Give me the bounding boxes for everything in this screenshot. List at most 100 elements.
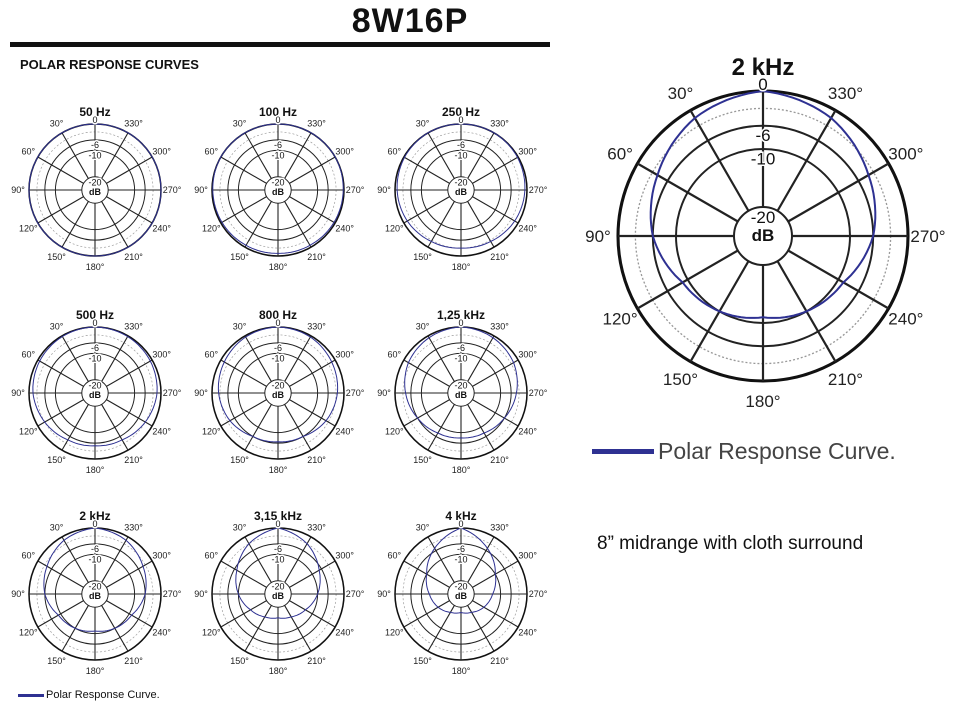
spoke	[427, 335, 455, 382]
response-curve	[235, 527, 321, 619]
chart-title: 2 kHz	[732, 54, 795, 81]
angle-label: 180°	[452, 666, 471, 676]
chart-title: 800 Hz	[259, 308, 297, 322]
spoke	[244, 335, 272, 382]
r-label: 0	[458, 115, 463, 125]
spoke	[427, 132, 455, 179]
spoke	[284, 201, 312, 248]
angle-label: 30°	[416, 118, 430, 128]
angle-label: 150°	[413, 656, 432, 666]
spoke	[244, 605, 272, 652]
angle-label: 330°	[490, 321, 509, 331]
angle-label: 270°	[529, 388, 548, 398]
spoke	[37, 600, 84, 628]
r-label: 0	[458, 318, 463, 328]
legend-swatch	[18, 693, 44, 697]
r-label: dB	[89, 591, 101, 601]
angle-label: 60°	[22, 551, 36, 561]
r-label: dB	[272, 390, 284, 400]
response-curve	[43, 527, 147, 632]
response-curve	[649, 90, 877, 319]
angle-label: 30°	[233, 118, 247, 128]
spoke	[787, 249, 890, 310]
angle-label: 60°	[388, 147, 402, 157]
r-label: dB	[455, 591, 467, 601]
r-label: -6	[457, 140, 465, 150]
spoke	[289, 600, 336, 628]
spoke	[61, 201, 89, 248]
r-label: -20	[454, 177, 467, 187]
spoke	[289, 196, 336, 224]
spoke	[244, 132, 272, 179]
angle-label: 240°	[518, 224, 537, 234]
r-label: -6	[91, 343, 99, 353]
spoke	[776, 109, 837, 212]
angle-label: 330°	[490, 118, 509, 128]
angle-label: 30°	[668, 84, 694, 103]
angle-label: 180°	[452, 262, 471, 272]
spoke	[220, 359, 267, 387]
r-label: dB	[89, 187, 101, 197]
angle-label: 210°	[124, 656, 143, 666]
angle-label: 270°	[346, 589, 365, 599]
angle-label: 330°	[828, 84, 863, 103]
spoke	[101, 536, 129, 583]
r-label: -10	[751, 149, 776, 168]
angle-label: 300°	[152, 147, 171, 157]
angle-label: 300°	[335, 551, 354, 561]
r-label: -6	[457, 544, 465, 554]
angle-label: 180°	[269, 666, 288, 676]
angle-label: 180°	[86, 666, 105, 676]
angle-label: 60°	[22, 350, 36, 360]
angle-label: 90°	[11, 185, 25, 195]
angle-label: 30°	[416, 321, 430, 331]
angle-label: 270°	[163, 185, 182, 195]
angle-label: 30°	[50, 118, 64, 128]
r-label: -20	[88, 380, 101, 390]
angle-label: 90°	[194, 388, 208, 398]
angle-label: 330°	[307, 321, 326, 331]
r-label: 0	[92, 519, 97, 529]
spoke	[467, 201, 495, 248]
spoke	[472, 600, 519, 628]
angle-label: 180°	[269, 465, 288, 475]
angle-label: 270°	[163, 388, 182, 398]
r-label: -6	[91, 140, 99, 150]
angle-label: 270°	[346, 185, 365, 195]
angle-label: 60°	[22, 147, 36, 157]
spoke	[37, 359, 84, 387]
spoke	[106, 196, 153, 224]
spoke	[101, 404, 129, 451]
angle-label: 180°	[745, 392, 780, 411]
spoke	[244, 536, 272, 583]
spoke	[101, 132, 129, 179]
spoke	[787, 162, 890, 223]
r-label: -10	[88, 151, 101, 161]
angle-label: 300°	[335, 147, 354, 157]
r-label: -10	[454, 151, 467, 161]
chart-title: 500 Hz	[76, 308, 114, 322]
angle-label: 270°	[910, 227, 945, 246]
angle-label: 90°	[377, 589, 391, 599]
spoke	[101, 201, 129, 248]
legend-large-swatch	[592, 449, 654, 454]
angle-label: 300°	[518, 350, 537, 360]
r-label: -6	[91, 544, 99, 554]
angle-label: 240°	[335, 628, 354, 638]
angle-label: 330°	[124, 118, 143, 128]
response-curve	[28, 123, 162, 257]
angle-label: 30°	[50, 522, 64, 532]
r-label: -20	[454, 581, 467, 591]
r-label: 0	[275, 318, 280, 328]
response-curve	[396, 123, 526, 249]
angle-label: 90°	[11, 589, 25, 599]
r-label: -20	[271, 177, 284, 187]
angle-label: 150°	[230, 252, 249, 262]
spoke	[220, 560, 267, 588]
r-label: -20	[88, 581, 101, 591]
spoke	[37, 196, 84, 224]
spoke	[37, 560, 84, 588]
spoke	[61, 132, 89, 179]
spoke	[289, 399, 336, 427]
